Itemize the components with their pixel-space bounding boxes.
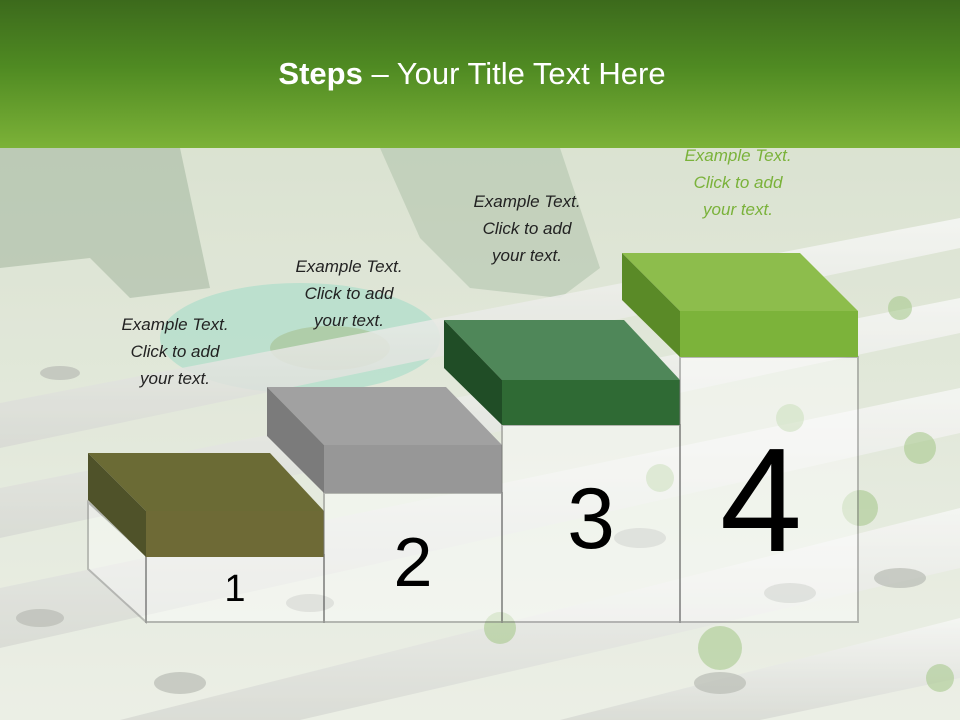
caption-line: Example Text. xyxy=(473,192,581,211)
caption-line: Click to add xyxy=(304,284,394,303)
step-3-caption[interactable]: Example Text. Click to add your text. xyxy=(447,188,607,269)
caption-line: Click to add xyxy=(130,342,220,361)
step-3-block[interactable] xyxy=(444,320,681,623)
caption-line: your text. xyxy=(492,246,562,265)
caption-line: Example Text. xyxy=(121,315,229,334)
step-4-number: 4 xyxy=(719,418,803,583)
step-4-block[interactable] xyxy=(622,253,859,623)
slide-title[interactable]: Steps – Your Title Text Here xyxy=(0,56,944,92)
step-2-block[interactable] xyxy=(267,387,503,623)
caption-line: your text. xyxy=(703,200,773,219)
title-text-part: – Your Title Text Here xyxy=(362,56,666,91)
caption-line: Example Text. xyxy=(295,257,403,276)
caption-line: Click to add xyxy=(482,219,572,238)
caption-line: Example Text. xyxy=(684,146,792,165)
caption-line: your text. xyxy=(314,311,384,330)
step-1-block[interactable] xyxy=(87,453,325,625)
step-2-caption[interactable]: Example Text. Click to add your text. xyxy=(269,253,429,334)
step-3-number: 3 xyxy=(567,471,615,567)
step-1-caption[interactable]: Example Text. Click to add your text. xyxy=(95,311,255,392)
step-2-number: 2 xyxy=(393,523,433,601)
caption-line: Click to add xyxy=(693,173,783,192)
step-4-caption[interactable]: Example Text. Click to add your text. xyxy=(658,142,818,223)
title-banner: Steps – Your Title Text Here xyxy=(0,0,960,148)
caption-line: your text. xyxy=(140,369,210,388)
title-bold-part: Steps xyxy=(278,56,363,91)
step-1-number: 1 xyxy=(224,568,246,610)
